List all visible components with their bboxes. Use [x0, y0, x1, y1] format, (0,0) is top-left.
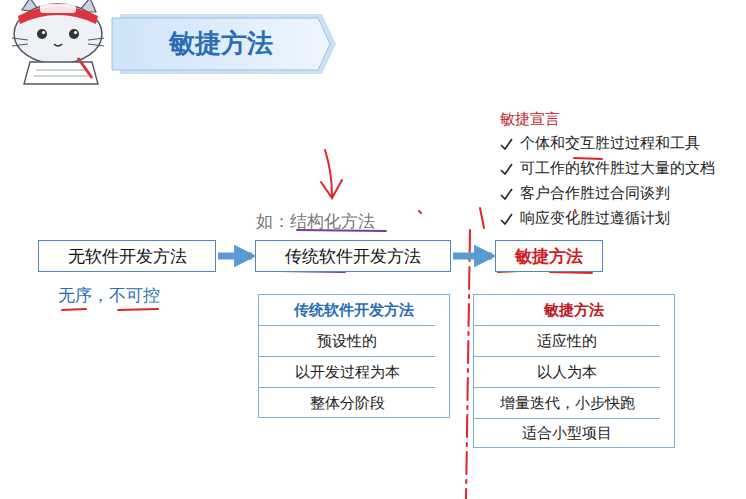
process-box: 无软件开发方法	[38, 240, 216, 272]
table-cell: 预设性的	[259, 325, 435, 356]
table-cell: 整体分阶段	[259, 387, 435, 418]
manifesto-heading: 敏捷宣言	[500, 110, 560, 129]
table-box: 敏捷方法适应性的以人为本增量迭代，小步快跑适合小型项目	[473, 294, 675, 448]
node-text: 以人为本	[537, 363, 597, 382]
node-text: 预设性的	[317, 332, 377, 351]
title: 敏捷方法	[118, 26, 324, 61]
flow-arrow	[453, 253, 492, 260]
node-text: 整体分阶段	[310, 394, 385, 413]
table-cell: 适合小型项目	[474, 418, 660, 448]
table-cell: 增量迭代，小步快跑	[474, 387, 660, 418]
table-cell: 适应性的	[474, 325, 660, 356]
node-text: 适合小型项目	[522, 424, 612, 443]
table-cell: 以人为本	[474, 356, 660, 387]
manifesto-item: 个体和交互胜过过程和工具	[520, 134, 700, 153]
example-note: 如：结构化方法	[256, 210, 375, 233]
node-text: 传统软件开发方法	[285, 245, 421, 268]
node-text: 适应性的	[537, 332, 597, 351]
manifesto-item: 可工作的软件胜过大量的文档	[520, 159, 715, 178]
note: 无序，不可控	[58, 284, 160, 307]
process-box: 敏捷方法	[495, 240, 603, 272]
manifesto-item: 客户合作胜过合同谈判	[520, 184, 670, 203]
node-text: 以开发过程为本	[295, 363, 400, 382]
table-header: 传统软件开发方法	[259, 295, 449, 325]
node-text: 增量迭代，小步快跑	[500, 394, 635, 413]
process-box: 传统软件开发方法	[255, 240, 451, 272]
cat-mascot	[12, 0, 104, 84]
table-header: 敏捷方法	[474, 295, 674, 325]
manifesto-item: 响应变化胜过遵循计划	[520, 209, 670, 228]
title-banner	[112, 14, 336, 74]
check-marks	[501, 139, 512, 224]
table-box: 传统软件开发方法预设性的以开发过程为本整体分阶段	[258, 294, 450, 418]
node-text: 敏捷方法	[515, 245, 583, 268]
node-text: 无软件开发方法	[68, 245, 187, 268]
table-cell: 以开发过程为本	[259, 356, 435, 387]
flow-arrow	[218, 253, 252, 260]
